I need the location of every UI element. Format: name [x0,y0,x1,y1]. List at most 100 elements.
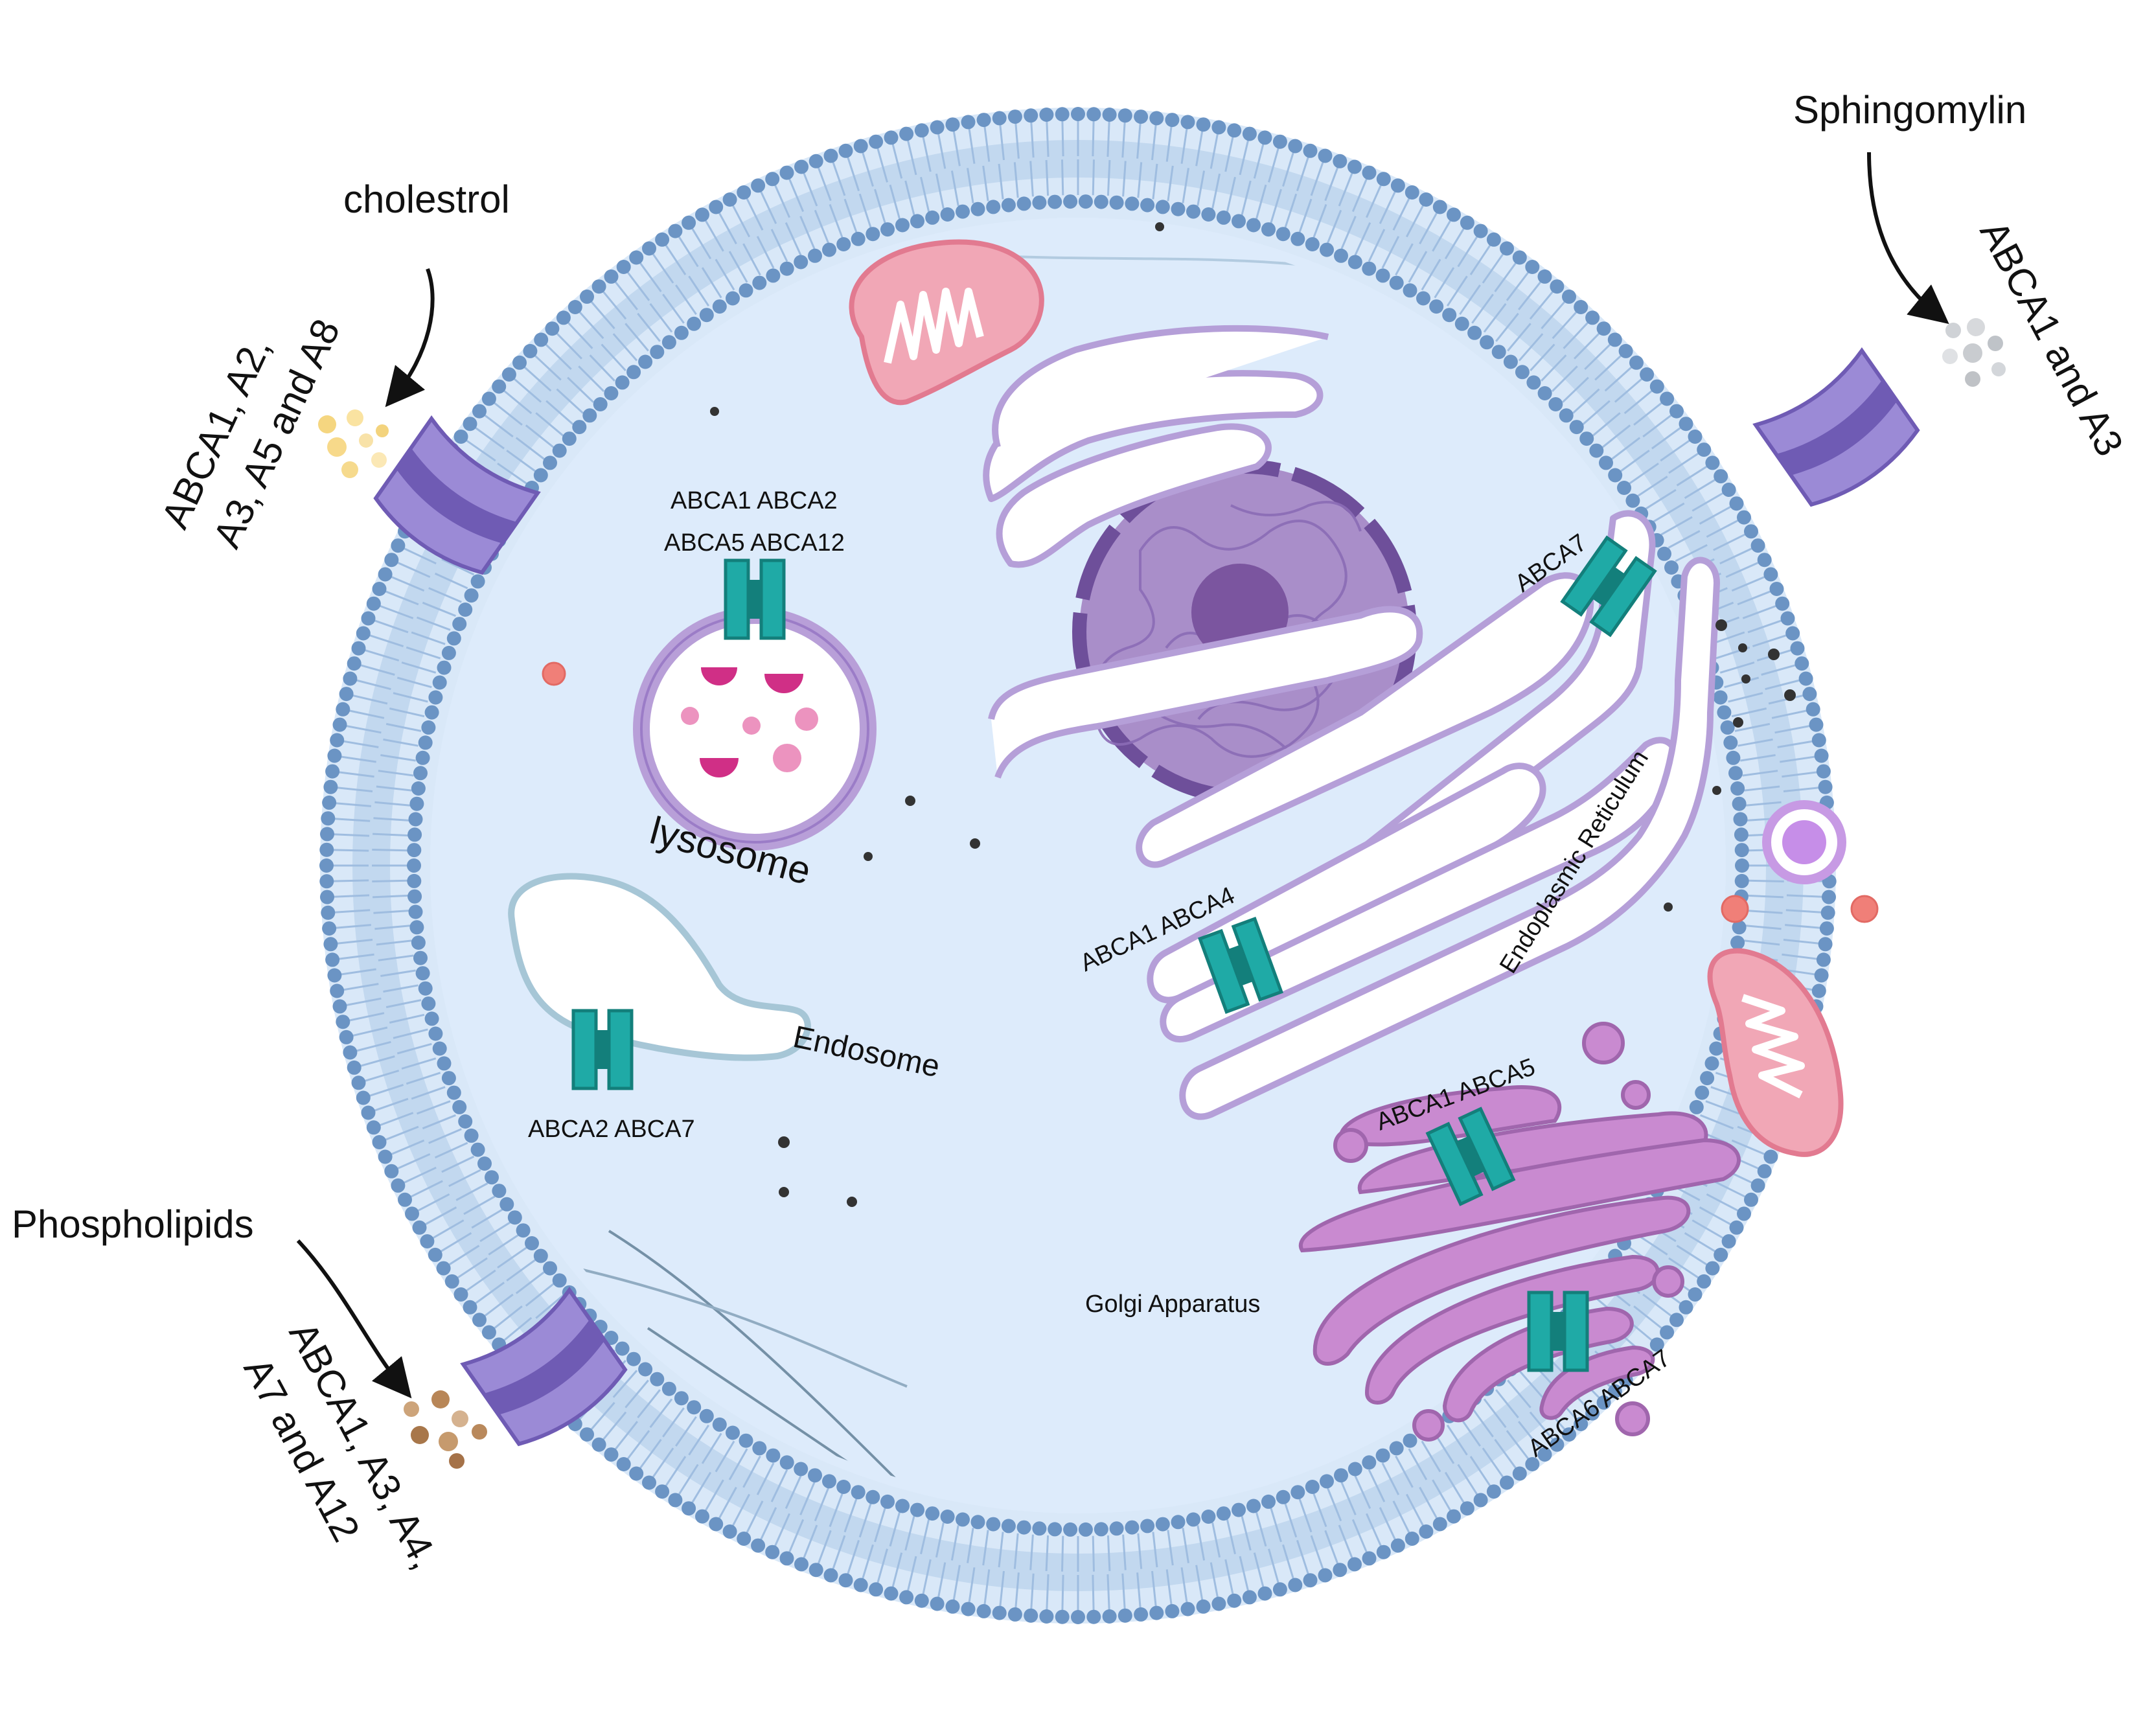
lipid-head [398,1192,412,1207]
phospholipid-particles [404,1390,487,1469]
lipid-head [412,1220,427,1235]
lipid-head [1109,195,1124,210]
lipid-head [378,1149,393,1164]
lipid-head [674,1391,689,1406]
lipid-tail [1226,1519,1236,1555]
lipid-tail [1495,312,1519,342]
lipid-tail [1761,664,1796,676]
lipid-tail [1151,124,1157,161]
lipid-tail [1611,437,1641,461]
lipid-tail [1734,722,1771,732]
lipid-head [1763,567,1778,582]
lipid-head [405,1206,419,1221]
lipid-head [1272,134,1287,149]
cholesterol-label: cholestrol [343,178,510,221]
lipid-head [1320,1474,1334,1489]
lipid-head [1537,1447,1552,1462]
lipid-head [992,1605,1007,1620]
lipid-head [330,983,345,998]
lipid-tail [356,1040,391,1052]
lipid-tail [935,1522,945,1558]
lipid-tail [1434,267,1455,299]
lipid-tail [1660,516,1693,536]
lipid-tail [333,849,369,852]
lipid-tail [493,1305,523,1329]
lysosome-transporters-line2: ABCA5 ABCA12 [664,529,845,557]
arrow-icon [296,1239,412,1399]
lipid-tail [448,1245,480,1266]
lipid-head [1257,1586,1272,1601]
lipid-head [739,1433,753,1448]
lipid-head [339,1029,354,1044]
lipid-head [1196,117,1211,132]
lipid-tail [1137,162,1143,198]
lipid-tail [428,1128,462,1144]
lipid-head [1795,656,1809,671]
lipid-tail [401,1057,437,1070]
lipid-tail [731,1493,751,1526]
lipid-tail [1167,1530,1174,1566]
lipid-head [330,733,345,748]
lipid-tail [380,969,416,977]
lipid-head [1048,194,1062,209]
lipid-tail [1368,1469,1386,1502]
vesicle-icon [1333,1022,1684,1442]
lipid-tail [484,1293,514,1317]
lipid-head [1721,1234,1736,1248]
lipid-head [1348,1557,1362,1572]
lipid-head [779,1455,794,1470]
lipid-tail [333,833,370,837]
lipid-tail [982,1530,989,1566]
lipid-head [836,1480,851,1494]
lipid-head [343,671,358,686]
lipid-head [1276,1489,1290,1504]
lipid-tail [474,426,505,450]
lipid-tail [1780,755,1815,763]
lipid-head [568,300,582,314]
golgi-label: Golgi Apparatus [1085,1291,1260,1318]
lipid-head [661,335,676,350]
lipid-head [1362,1551,1377,1566]
lipid-tail [652,253,674,284]
lipid-head [1579,431,1594,446]
lipid-head [545,321,560,336]
lipid-tail [904,1515,915,1551]
lipid-tail [578,365,605,393]
lipid-head [1333,1563,1348,1578]
lipid-head [1055,1609,1070,1624]
lipid-head [1822,890,1836,904]
transporter-icon [373,415,541,575]
lipid-tail [515,1270,545,1294]
lipid-tail [614,1421,638,1451]
lipid-tail [1226,176,1236,213]
lipid-tail [983,1569,991,1605]
lipid-head [572,420,587,435]
lipid-head [1276,227,1290,242]
lipid-head [615,1341,630,1356]
lipid-tail [383,984,419,993]
lipid-tail [1748,879,1784,882]
lipid-tail [417,1193,450,1212]
lipid-head [327,968,342,983]
lipid-tail [1368,229,1386,262]
lipid-tail [1121,1573,1126,1609]
lipid-tail [1636,476,1668,498]
lipid-tail [337,787,373,792]
lipid-head [409,796,424,811]
lipid-head [1134,109,1149,124]
lipid-head [910,1502,924,1517]
lipid-head [836,237,851,251]
lipid-head [1503,354,1518,369]
lipid-head [779,261,794,276]
lipid-tail [1211,1522,1221,1558]
lipid-head [1744,524,1758,539]
lipid-head [322,795,337,810]
lipid-head [1303,1573,1318,1588]
lipid-tail [441,1155,475,1173]
lipid-tail [1768,694,1804,705]
lipid-tail [1731,1139,1765,1155]
lipid-head [695,1509,709,1524]
lipid-tail [1419,1486,1438,1519]
lipid-head [407,843,422,858]
lipid-tail [1713,533,1746,551]
